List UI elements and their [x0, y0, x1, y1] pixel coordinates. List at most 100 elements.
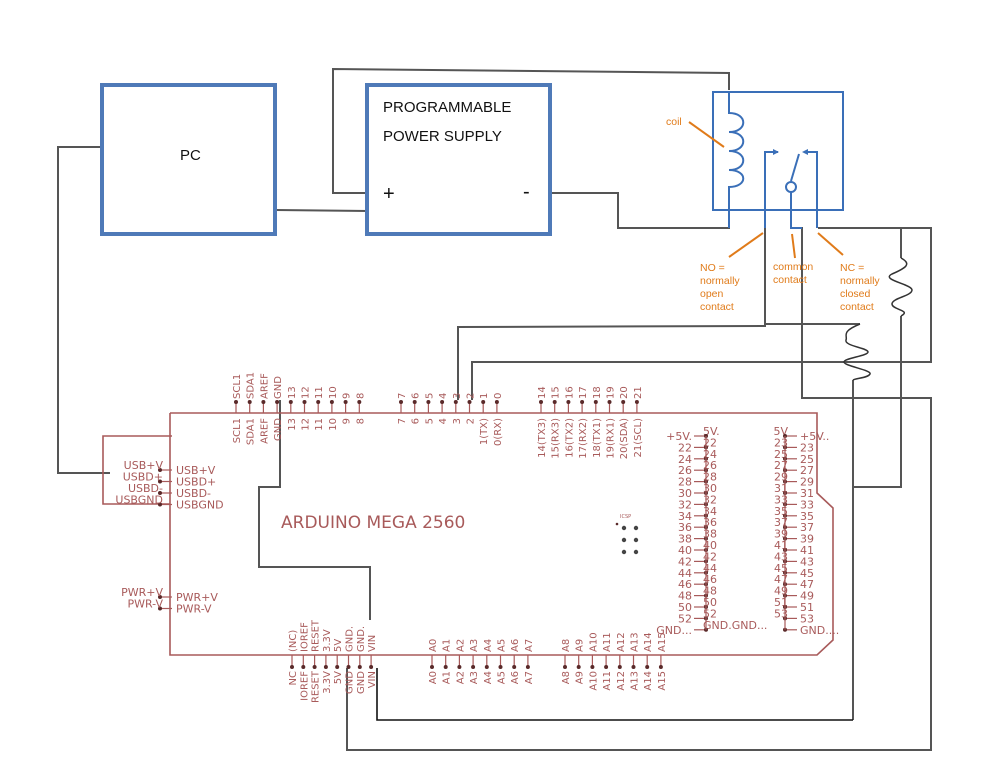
- arduino-mega-board: ARDUINO MEGA 2560 ICSP SCL1SCL1SDA1SDA1A…: [102, 372, 839, 703]
- left-usb-pin-dot: [158, 502, 162, 507]
- right-header-odd-outer-label: GND....: [800, 624, 839, 637]
- power-supply-label-1: PROGRAMMABLE: [383, 99, 511, 116]
- wire-gnd-route: [258, 400, 371, 620]
- coil-annotation: coil: [666, 116, 682, 128]
- top-header-2-inner-label: 2: [466, 418, 477, 424]
- bottom-power-outer-label: IOREF: [299, 671, 310, 701]
- left-pwr-pin-dot: [158, 606, 162, 611]
- right-header-even-outer-label: 34: [678, 510, 692, 523]
- bottom-power-pin-dot: [369, 665, 374, 669]
- top-header-1-pin-dot: [357, 400, 362, 404]
- top-header-2-pin-dot: [426, 400, 431, 404]
- common-annotation-1: common: [773, 261, 813, 273]
- bottom-analog-1-pin-dot: [430, 665, 434, 669]
- bottom-analog-2-inner-label: A12: [616, 632, 627, 652]
- icsp-header: [621, 525, 639, 555]
- bottom-power-outer-label: RESET: [311, 670, 322, 703]
- bottom-analog-2-pin-dot: [604, 665, 609, 669]
- bottom-analog-1-inner-label: A6: [510, 639, 521, 652]
- bottom-analog-2-outer-label: A8: [561, 671, 572, 684]
- pc-block: [100, 83, 277, 236]
- relay-housing: [712, 91, 844, 211]
- wire-psu-minus-coil: [552, 192, 730, 229]
- power-supply-minus-terminal: -: [523, 181, 530, 203]
- right-header-even-outer-label: 24: [678, 453, 692, 466]
- coil-leader: [688, 121, 725, 148]
- power-supply-block: [365, 83, 552, 236]
- top-header-3-pin-dot: [566, 400, 571, 404]
- top-header-3-outer-label: 16: [564, 386, 575, 399]
- bottom-analog-2-inner-label: A9: [575, 639, 586, 652]
- no-annotation-4: contact: [700, 301, 734, 313]
- left-pwr-outer-label: PWR+V: [121, 586, 163, 599]
- right-header-even-outer-label: 36: [678, 521, 692, 534]
- top-header-2-pin-dot: [440, 400, 445, 404]
- bottom-analog-1-inner-label: A7: [524, 639, 535, 652]
- top-header-1-inner-label: SDA1: [246, 418, 257, 445]
- top-header-2-outer-label: 1: [479, 393, 490, 399]
- top-header-1-inner-label: 12: [301, 418, 312, 431]
- top-header-2-inner-label: 5: [424, 418, 435, 424]
- nc-annotation-3: closed: [840, 288, 871, 300]
- no-annotation-2: normally: [700, 275, 740, 287]
- bottom-analog-2-outer-label: A14: [643, 671, 654, 691]
- right-header-odd-outer-label: +5V..: [800, 430, 829, 443]
- right-header-even-outer-label: 32: [678, 498, 692, 511]
- top-header-2-outer-label: 2: [466, 393, 477, 399]
- bottom-analog-1-outer-label: A4: [483, 671, 494, 684]
- bottom-power-pin-dot: [357, 665, 362, 669]
- bottom-analog-2-outer-label: A10: [588, 671, 599, 691]
- left-usb-outer-label: USBGND: [115, 494, 163, 507]
- switch-arm: [790, 153, 800, 182]
- top-header-1-pin-dot: [329, 400, 334, 404]
- common-pivot: [785, 181, 797, 193]
- right-header-odd-outer-label: 49: [800, 590, 814, 603]
- bottom-power-pin-dot: [312, 665, 317, 669]
- right-header-even-outer-label: 26: [678, 464, 692, 477]
- right-header-odd-outer-label: 41: [800, 544, 814, 557]
- bottom-power-pin-dot: [335, 665, 340, 669]
- right-header-even-outer-label: 30: [678, 487, 692, 500]
- top-header-2-inner-label: 6: [411, 418, 422, 424]
- left-usb-pin-dot: [158, 491, 162, 495]
- bottom-analog-2-outer-label: A15: [657, 671, 668, 691]
- bottom-analog-2-inner-label: A11: [602, 632, 613, 652]
- nc-contact: [804, 151, 818, 228]
- no-annotation-3: open: [700, 288, 724, 300]
- bottom-analog-2-inner-label: A14: [643, 632, 654, 652]
- right-header-odd-outer-label: 27: [800, 464, 814, 477]
- top-header-1-inner-label: SCL1: [232, 418, 243, 443]
- top-header-1-pin-dot: [275, 400, 280, 404]
- nc-annotation-1: NC =: [840, 262, 864, 274]
- bottom-analog-1-outer-label: A5: [497, 671, 508, 684]
- bottom-analog-2-outer-label: A11: [602, 671, 613, 691]
- resistor-2-icon: [843, 323, 871, 381]
- right-header-odd-outer-label: 45: [800, 567, 814, 580]
- left-pwr-inner-label: PWR-V: [176, 603, 212, 616]
- power-supply-plus-terminal: +: [383, 183, 395, 205]
- bottom-analog-1-outer-label: A2: [455, 671, 466, 684]
- top-header-1-inner-label: AREF: [259, 418, 270, 444]
- top-header-1-outer-label: SDA1: [246, 372, 257, 399]
- top-header-2-pin-dot: [481, 400, 486, 404]
- right-header-even-outer-label: 40: [678, 544, 692, 557]
- bottom-analog-2-outer-label: A12: [616, 671, 627, 691]
- wire-pc-usb: [57, 146, 110, 474]
- top-header-2-pin-dot: [453, 400, 458, 404]
- top-header-3-inner-label: 19(RX1): [606, 418, 617, 459]
- bottom-analog-2-inner-label: A13: [630, 632, 641, 652]
- top-header-1-pin-dot: [288, 400, 293, 404]
- top-header-1-outer-label: 11: [314, 386, 325, 399]
- right-header-even-outer-label: 42: [678, 555, 692, 568]
- wire-psu-plus-coil: [332, 67, 730, 194]
- top-header-1-outer-label: 10: [328, 386, 339, 399]
- top-header-2-outer-label: 5: [424, 393, 435, 399]
- top-header-3-inner-label: 21(SCL): [633, 418, 644, 458]
- bottom-analog-1-pin-dot: [512, 665, 517, 669]
- left-usb-pin-dot: [158, 479, 162, 484]
- icsp-pin: [633, 525, 639, 531]
- relay: [712, 91, 844, 229]
- bottom-power-inner-label: GND.: [345, 626, 356, 652]
- bottom-analog-1-inner-label: A2: [455, 639, 466, 652]
- top-header-3-pin-dot: [593, 400, 598, 404]
